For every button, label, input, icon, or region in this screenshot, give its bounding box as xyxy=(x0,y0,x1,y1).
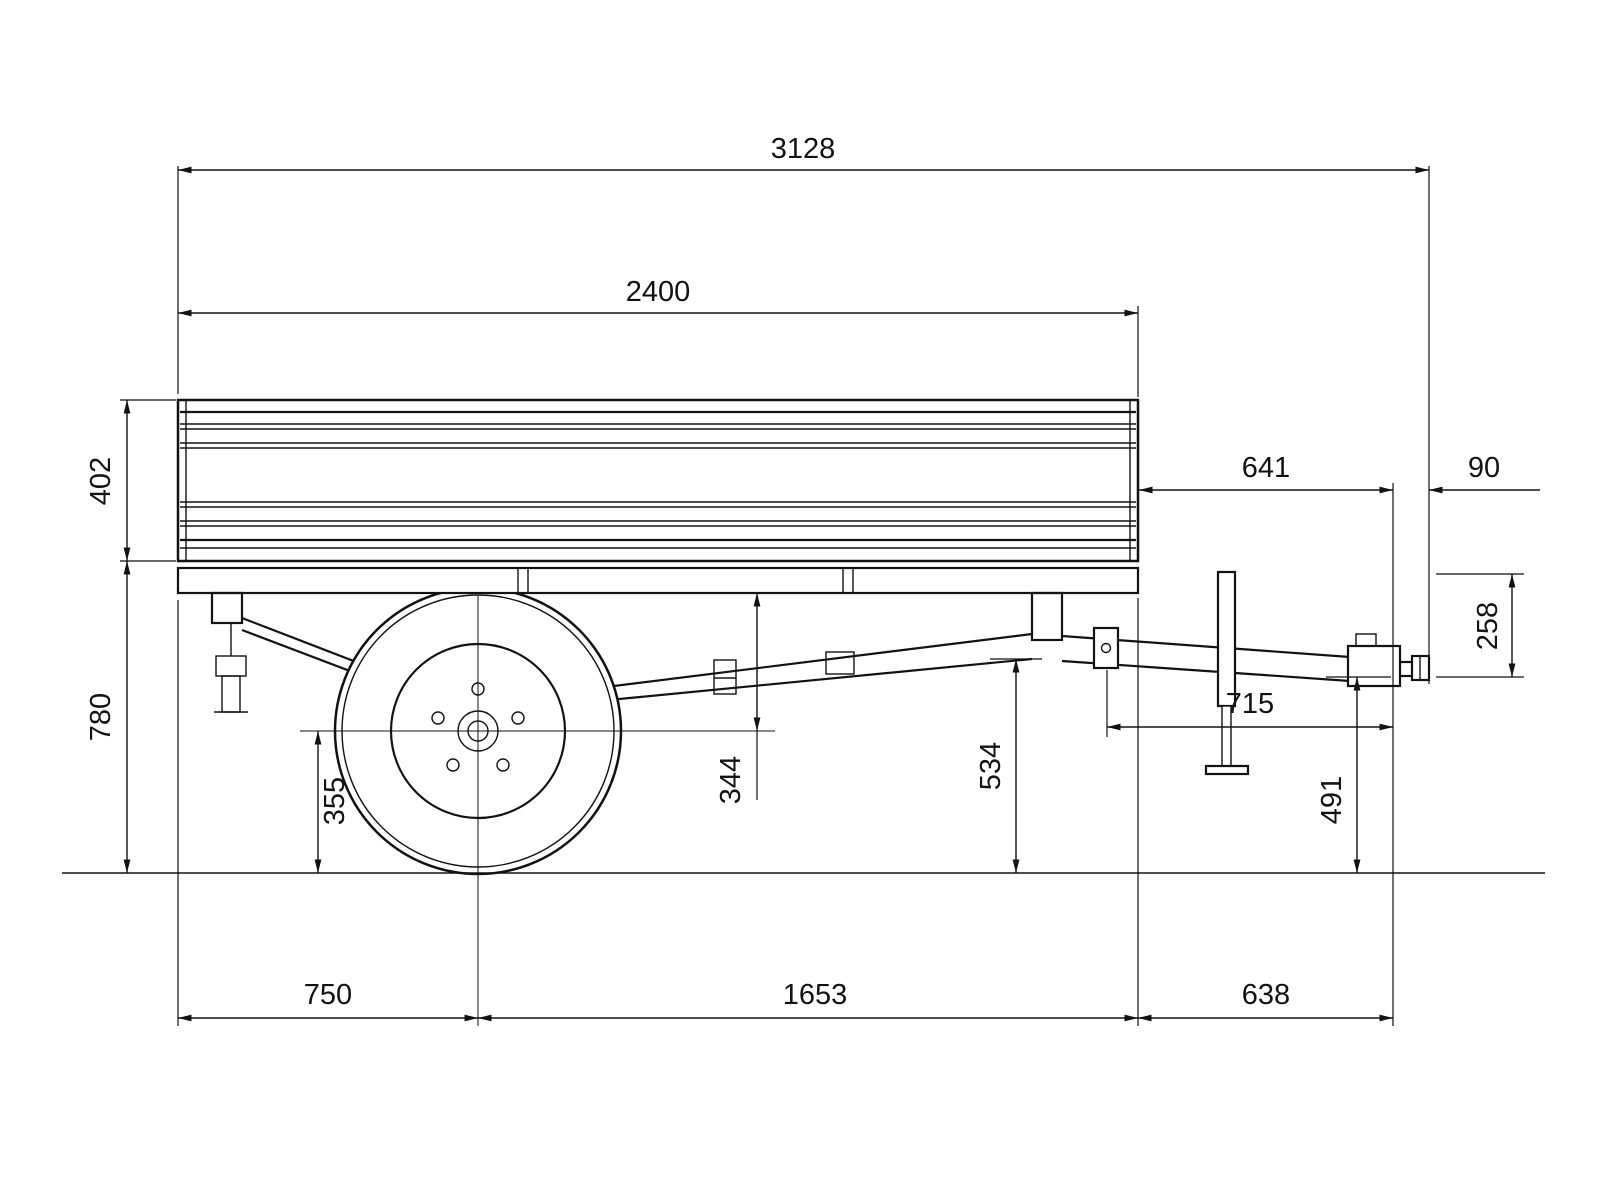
rear-spring-hanger xyxy=(1030,591,1064,642)
bed-floor-height-label: 780 xyxy=(85,693,117,741)
underside-height-label: 534 xyxy=(975,742,1007,790)
wheel-bolt xyxy=(511,711,525,725)
ring-length-label: 90 xyxy=(1468,452,1500,484)
coupling xyxy=(1346,633,1431,688)
drawbar-pivot-plate xyxy=(1092,626,1120,670)
spring-shackle-bracket xyxy=(825,651,855,675)
drawbar xyxy=(1061,626,1351,683)
frame-to-axle-label: 344 xyxy=(715,756,747,804)
wheel-bolt xyxy=(496,758,510,772)
trailer-geometry xyxy=(62,398,1545,876)
bed-length-label: 2400 xyxy=(626,276,691,308)
cargo-bed xyxy=(176,398,1140,563)
front-spring-hanger xyxy=(210,591,244,625)
drawbar-pivot-bolt xyxy=(1100,642,1112,654)
bed-outline xyxy=(176,398,1140,563)
jockey-stand xyxy=(1204,570,1250,776)
jockey-stand-foot xyxy=(1204,764,1250,776)
chassis-frame xyxy=(176,566,1140,642)
extension-lines xyxy=(120,166,1524,1026)
front-bracket-assembly xyxy=(214,623,248,713)
dimension-labels: 3128 2400 402 780 641 90 258 715 344 534… xyxy=(85,133,1504,1011)
jockey-stand-outer-tube xyxy=(1216,570,1237,708)
wheel-bolt xyxy=(431,711,445,725)
front-to-axle-label: 750 xyxy=(304,979,352,1011)
coupling-drop-label: 258 xyxy=(1472,602,1504,650)
side-height-label: 402 xyxy=(85,457,117,505)
rear-to-coupling-face-label: 641 xyxy=(1242,452,1290,484)
frame-rail xyxy=(176,566,1140,595)
chassis-brackets xyxy=(713,651,855,695)
bracket-lower-box xyxy=(221,675,241,713)
bracket-upper-box xyxy=(215,655,247,677)
drawbar-to-coupling-label: 715 xyxy=(1226,688,1274,720)
dimension-lines xyxy=(123,166,1540,1022)
support-bracket xyxy=(713,659,737,695)
coupling-body xyxy=(1346,644,1402,688)
coupling-height-label: 491 xyxy=(1316,776,1348,824)
coupling-handle xyxy=(1355,633,1377,647)
wheel-bolt xyxy=(446,758,460,772)
overall-length-label: 3128 xyxy=(771,133,836,165)
axle-to-rear-label: 1653 xyxy=(783,979,848,1011)
axle-height-label: 355 xyxy=(319,777,351,825)
rear-to-coupling-label: 638 xyxy=(1242,979,1290,1011)
